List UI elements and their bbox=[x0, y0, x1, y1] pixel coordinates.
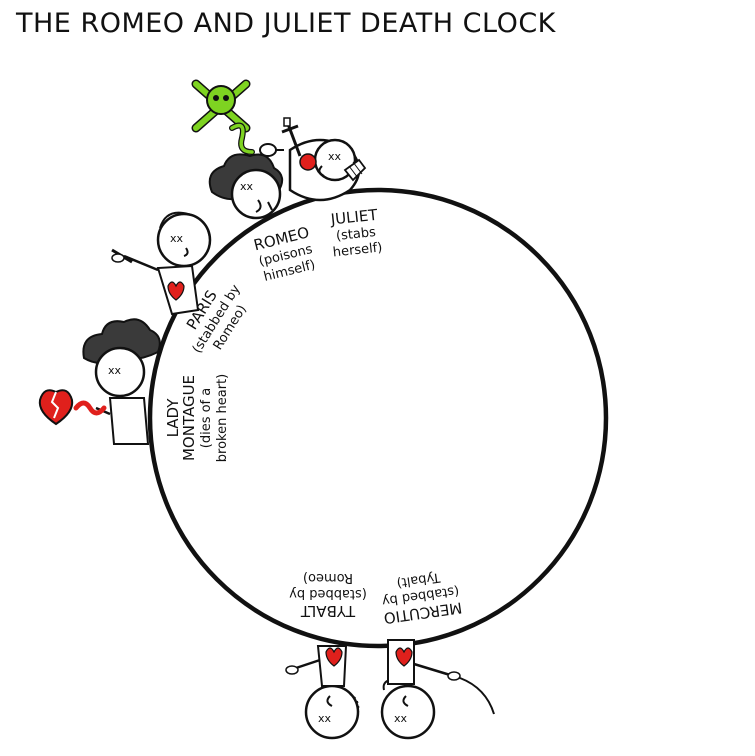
lady-montague-cause-2: broken heart) bbox=[215, 374, 230, 462]
mercutio-figure: xx bbox=[380, 639, 495, 740]
label-tybalt: TYBALT (stabbed by Romeo) bbox=[289, 570, 367, 620]
svg-text:xx: xx bbox=[108, 364, 122, 377]
svg-text:xx: xx bbox=[318, 712, 332, 725]
label-juliet: JULIET (stabs herself) bbox=[329, 206, 383, 261]
broken-heart-icon bbox=[38, 389, 107, 426]
sword-icon bbox=[111, 248, 133, 264]
tybalt-cause-2: Romeo) bbox=[303, 570, 353, 585]
dagger-icon bbox=[281, 117, 302, 157]
label-lady-montague: LADY MONTAGUE (dies of a broken heart) bbox=[164, 374, 230, 462]
svg-text:xx: xx bbox=[328, 150, 342, 163]
svg-text:xx: xx bbox=[170, 232, 184, 245]
paris-figure: xx bbox=[123, 211, 212, 316]
label-mercutio: MERCUTIO (stabbed by Tybalt) bbox=[381, 569, 464, 627]
tybalt-cause-1: (stabbed by bbox=[289, 586, 367, 601]
page-title: THE ROMEO AND JULIET DEATH CLOCK bbox=[16, 8, 556, 39]
skull-crossbones-icon bbox=[191, 79, 255, 155]
juliet-figure: xx bbox=[288, 138, 367, 202]
svg-text:xx: xx bbox=[394, 712, 408, 725]
poison-vial-icon bbox=[259, 143, 284, 157]
romeo-figure: xx bbox=[208, 153, 284, 220]
tybalt-name: TYBALT bbox=[300, 602, 356, 620]
clock-face bbox=[147, 187, 609, 649]
juliet-cause-1: (stabs bbox=[335, 225, 377, 244]
lady-montague-figure: xx bbox=[82, 318, 161, 445]
lady-montague-cause-1: (dies of a bbox=[199, 388, 214, 448]
svg-text:xx: xx bbox=[240, 180, 254, 193]
juliet-cause-2: herself) bbox=[332, 240, 383, 260]
tybalt-figure: xx bbox=[285, 645, 360, 740]
mercutio-cause-2: Tybalt) bbox=[396, 569, 442, 590]
lady-montague-name-1: LADY bbox=[164, 398, 182, 438]
lady-montague-name-2: MONTAGUE bbox=[180, 375, 198, 461]
juliet-name: JULIET bbox=[329, 206, 379, 229]
